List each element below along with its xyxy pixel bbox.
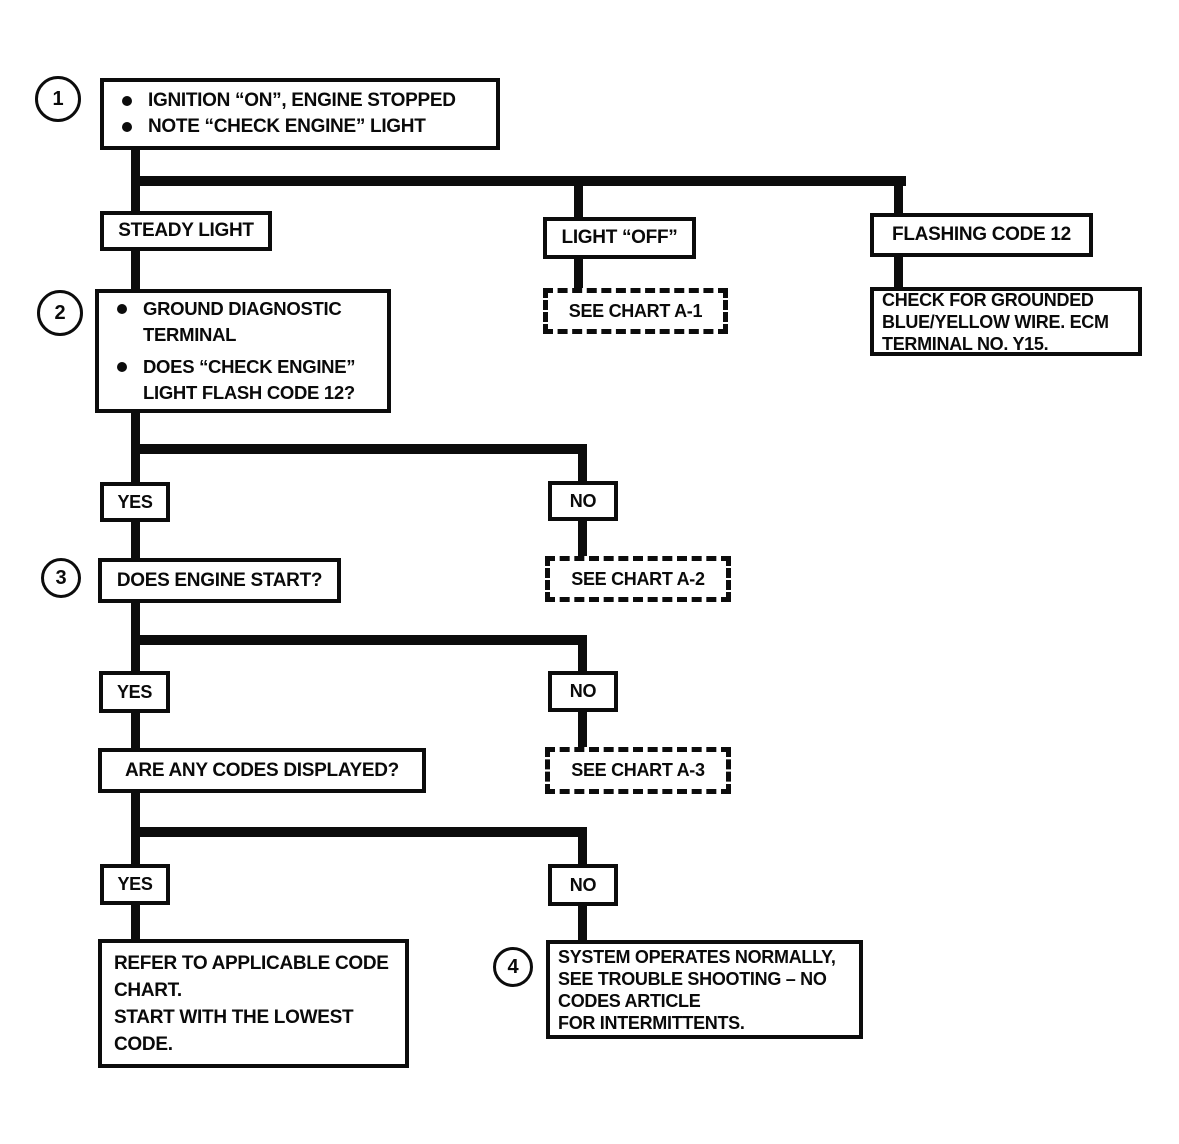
- decision-1-yes-label: YES: [117, 491, 153, 512]
- step-3-number: 3: [55, 566, 67, 589]
- grounded-note-line-3: TERMINAL NO. Y15.: [882, 333, 1049, 354]
- codes-displayed-question-label: ARE ANY CODES DISPLAYED?: [125, 759, 399, 781]
- grounded-note-line-2: BLUE/YELLOW WIRE. ECM: [882, 311, 1109, 332]
- see-chart-a3-label: SEE CHART A-3: [571, 760, 705, 780]
- step-1-bullet-1: IGNITION “ON”, ENGINE STOPPED: [148, 90, 456, 111]
- step-2-box: GROUND DIAGNOSTIC TERMINAL DOES “CHECK E…: [95, 289, 391, 413]
- engine-start-question-label: DOES ENGINE START?: [116, 569, 323, 591]
- connector-line: [131, 712, 140, 748]
- step-3-marker: 3: [41, 558, 81, 598]
- step-1-bullet-2: NOTE “CHECK ENGINE” LIGHT: [148, 116, 426, 137]
- bullet-icon: [122, 122, 132, 132]
- step-2-bullet-2: DOES “CHECK ENGINE” LIGHT FLASH CODE 12?: [143, 356, 356, 403]
- connector-line: [574, 258, 583, 289]
- decision-3-no-label: NO: [569, 874, 597, 895]
- connector-line: [578, 827, 587, 865]
- see-chart-a3-box: SEE CHART A-3: [545, 747, 731, 794]
- step-2-bullet-1: GROUND DIAGNOSTIC TERMINAL: [143, 298, 342, 345]
- system-normal-line-2: SEE TROUBLE SHOOTING – NO: [558, 968, 827, 989]
- connector-line: [131, 827, 587, 837]
- decision-1-no-box: NO: [548, 481, 618, 521]
- light-off-box: LIGHT “OFF”: [543, 217, 696, 259]
- decision-1-no-label: NO: [569, 490, 597, 511]
- grounded-wire-note-box: CHECK FOR GROUNDED BLUE/YELLOW WIRE. ECM…: [870, 287, 1142, 356]
- decision-3-yes-box: YES: [100, 864, 170, 905]
- system-normal-line-3: CODES ARTICLE: [558, 990, 701, 1011]
- grounded-note-line-1: CHECK FOR GROUNDED: [882, 289, 1094, 310]
- step-1-number: 1: [52, 87, 64, 110]
- see-chart-a1-label: SEE CHART A-1: [568, 300, 703, 321]
- step-1-box: IGNITION “ON”, ENGINE STOPPED NOTE “CHEC…: [100, 78, 500, 150]
- decision-2-no-label: NO: [569, 681, 597, 701]
- connector-line: [578, 635, 587, 672]
- bullet-icon: [117, 362, 127, 372]
- decision-2-no-box: NO: [548, 671, 618, 712]
- connector-line: [578, 520, 587, 556]
- see-chart-a2-label: SEE CHART A-2: [571, 568, 705, 589]
- connector-line: [131, 904, 140, 939]
- step-1-bullet-row: IGNITION “ON”, ENGINE STOPPED: [114, 88, 456, 114]
- see-chart-a1-box: SEE CHART A-1: [543, 288, 728, 334]
- connector-line: [574, 176, 583, 218]
- step-1-marker: 1: [35, 76, 81, 122]
- see-chart-a2-box: SEE CHART A-2: [545, 556, 731, 602]
- decision-1-yes-box: YES: [100, 482, 170, 522]
- step-4-number: 4: [507, 955, 519, 978]
- bullet-icon: [122, 96, 132, 106]
- system-normal-line-4: FOR INTERMITTENTS.: [558, 1012, 745, 1033]
- connector-line: [131, 250, 140, 289]
- connector-line: [131, 444, 587, 454]
- flashing-code-12-label: FLASHING CODE 12: [892, 224, 1071, 245]
- connector-line: [894, 176, 903, 214]
- connector-line: [894, 256, 903, 288]
- connector-line: [131, 521, 140, 558]
- connector-line: [578, 444, 587, 482]
- step-2-bullet-row: DOES “CHECK ENGINE” LIGHT FLASH CODE 12?: [109, 354, 361, 406]
- refer-note-line-2: START WITH THE LOWEST CODE.: [114, 1006, 354, 1055]
- system-normal-line-1: SYSTEM OPERATES NORMALLY,: [558, 946, 836, 967]
- step-2-bullet-row: GROUND DIAGNOSTIC TERMINAL: [109, 296, 361, 348]
- step-1-bullet-row: NOTE “CHECK ENGINE” LIGHT: [114, 114, 426, 140]
- system-normal-box: SYSTEM OPERATES NORMALLY, SEE TROUBLE SH…: [546, 940, 863, 1039]
- connector-line: [131, 635, 587, 645]
- step-2-marker: 2: [37, 290, 83, 336]
- flashing-code-12-box: FLASHING CODE 12: [870, 213, 1093, 257]
- decision-2-yes-box: YES: [99, 671, 170, 713]
- decision-2-yes-label: YES: [116, 681, 153, 702]
- connector-line: [578, 711, 587, 747]
- connector-line: [578, 905, 587, 941]
- bullet-icon: [117, 304, 127, 314]
- step-4-marker: 4: [493, 947, 533, 987]
- light-off-label: LIGHT “OFF”: [561, 227, 678, 248]
- refer-note-line-1: REFER TO APPLICABLE CODE CHART.: [114, 952, 389, 1001]
- connector-line: [131, 176, 906, 186]
- steady-light-box: STEADY LIGHT: [100, 211, 272, 251]
- step-2-number: 2: [54, 301, 66, 324]
- decision-3-no-box: NO: [548, 864, 618, 906]
- refer-code-chart-box: REFER TO APPLICABLE CODE CHART. START WI…: [98, 939, 409, 1068]
- decision-3-yes-label: YES: [117, 874, 153, 894]
- engine-start-question-box: DOES ENGINE START?: [98, 558, 341, 603]
- codes-displayed-question-box: ARE ANY CODES DISPLAYED?: [98, 748, 426, 793]
- steady-light-label: STEADY LIGHT: [118, 220, 254, 241]
